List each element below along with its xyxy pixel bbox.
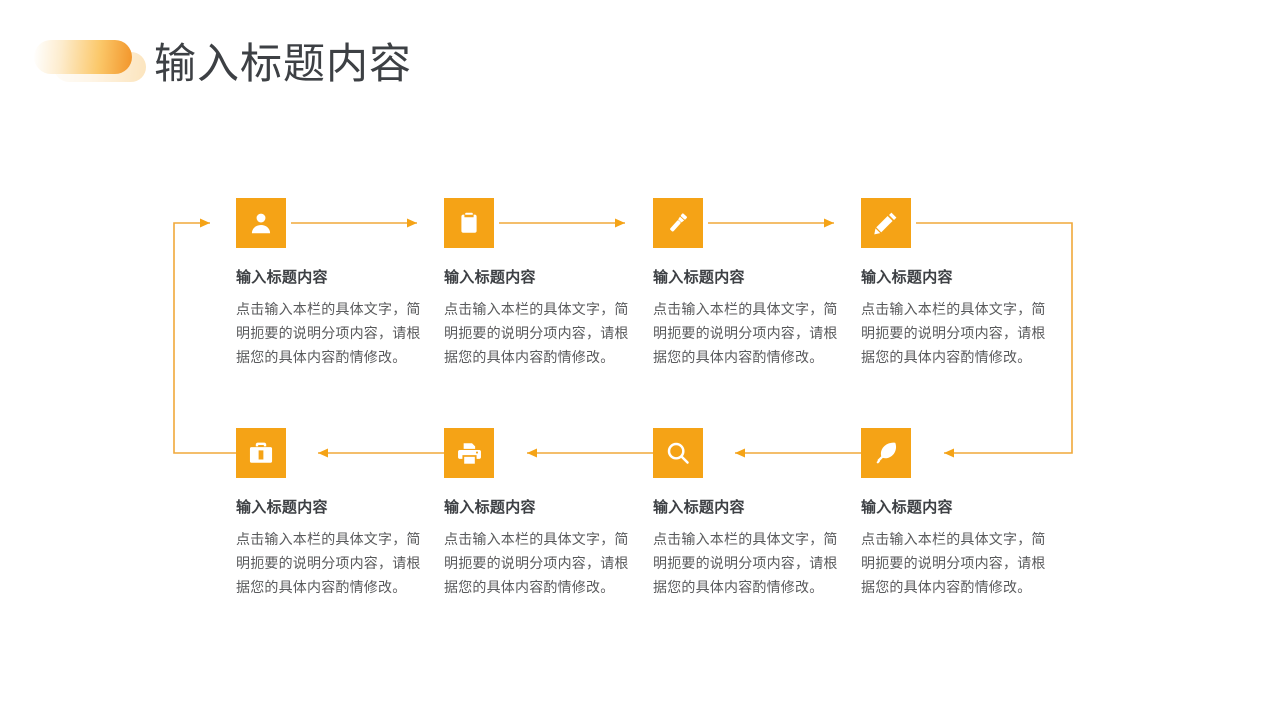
process-step-3[interactable]: 输入标题内容 点击输入本栏的具体文字，简明扼要的说明分项内容，请根据您的具体内容… xyxy=(653,198,847,369)
step-body: 点击输入本栏的具体文字，简明扼要的说明分项内容，请根据您的具体内容酌情修改。 xyxy=(653,301,838,365)
step-title: 输入标题内容 xyxy=(236,499,328,516)
slide-header: 输入标题内容 xyxy=(0,0,1280,130)
step-title: 输入标题内容 xyxy=(653,499,745,516)
step-body: 点击输入本栏的具体文字，简明扼要的说明分项内容，请根据您的具体内容酌情修改。 xyxy=(236,531,421,595)
process-step-4[interactable]: 输入标题内容 点击输入本栏的具体文字，简明扼要的说明分项内容，请根据您的具体内容… xyxy=(861,198,1055,369)
clipboard-icon[interactable] xyxy=(444,198,494,248)
step-body: 点击输入本栏的具体文字，简明扼要的说明分项内容，请根据您的具体内容酌情修改。 xyxy=(861,301,1046,365)
decoration-pill-front xyxy=(34,40,132,74)
search-icon[interactable] xyxy=(653,428,703,478)
step-title: 输入标题内容 xyxy=(236,269,328,286)
step-title: 输入标题内容 xyxy=(444,269,536,286)
process-step-6[interactable]: 输入标题内容 点击输入本栏的具体文字，简明扼要的说明分项内容，请根据您的具体内容… xyxy=(444,428,638,599)
step-title: 输入标题内容 xyxy=(861,269,953,286)
printer-icon[interactable] xyxy=(444,428,494,478)
user-icon[interactable] xyxy=(236,198,286,248)
flashlight-icon[interactable] xyxy=(653,198,703,248)
step-body: 点击输入本栏的具体文字，简明扼要的说明分项内容，请根据您的具体内容酌情修改。 xyxy=(236,301,421,365)
page-title: 输入标题内容 xyxy=(154,40,413,87)
pencil-icon[interactable] xyxy=(861,198,911,248)
process-step-7[interactable]: 输入标题内容 点击输入本栏的具体文字，简明扼要的说明分项内容，请根据您的具体内容… xyxy=(653,428,847,599)
step-title: 输入标题内容 xyxy=(653,269,745,286)
step-body: 点击输入本栏的具体文字，简明扼要的说明分项内容，请根据您的具体内容酌情修改。 xyxy=(861,531,1046,595)
process-step-8[interactable]: 输入标题内容 点击输入本栏的具体文字，简明扼要的说明分项内容，请根据您的具体内容… xyxy=(861,428,1055,599)
step-title: 输入标题内容 xyxy=(444,499,536,516)
feather-icon[interactable] xyxy=(861,428,911,478)
process-step-5[interactable]: 输入标题内容 点击输入本栏的具体文字，简明扼要的说明分项内容，请根据您的具体内容… xyxy=(236,428,430,599)
step-title: 输入标题内容 xyxy=(861,499,953,516)
step-body: 点击输入本栏的具体文字，简明扼要的说明分项内容，请根据您的具体内容酌情修改。 xyxy=(444,301,629,365)
title-decoration xyxy=(28,38,146,88)
process-step-2[interactable]: 输入标题内容 点击输入本栏的具体文字，简明扼要的说明分项内容，请根据您的具体内容… xyxy=(444,198,638,369)
step-body: 点击输入本栏的具体文字，简明扼要的说明分项内容，请根据您的具体内容酌情修改。 xyxy=(653,531,838,595)
process-step-1[interactable]: 输入标题内容 点击输入本栏的具体文字，简明扼要的说明分项内容，请根据您的具体内容… xyxy=(236,198,430,369)
briefcase-icon[interactable] xyxy=(236,428,286,478)
step-body: 点击输入本栏的具体文字，简明扼要的说明分项内容，请根据您的具体内容酌情修改。 xyxy=(444,531,629,595)
